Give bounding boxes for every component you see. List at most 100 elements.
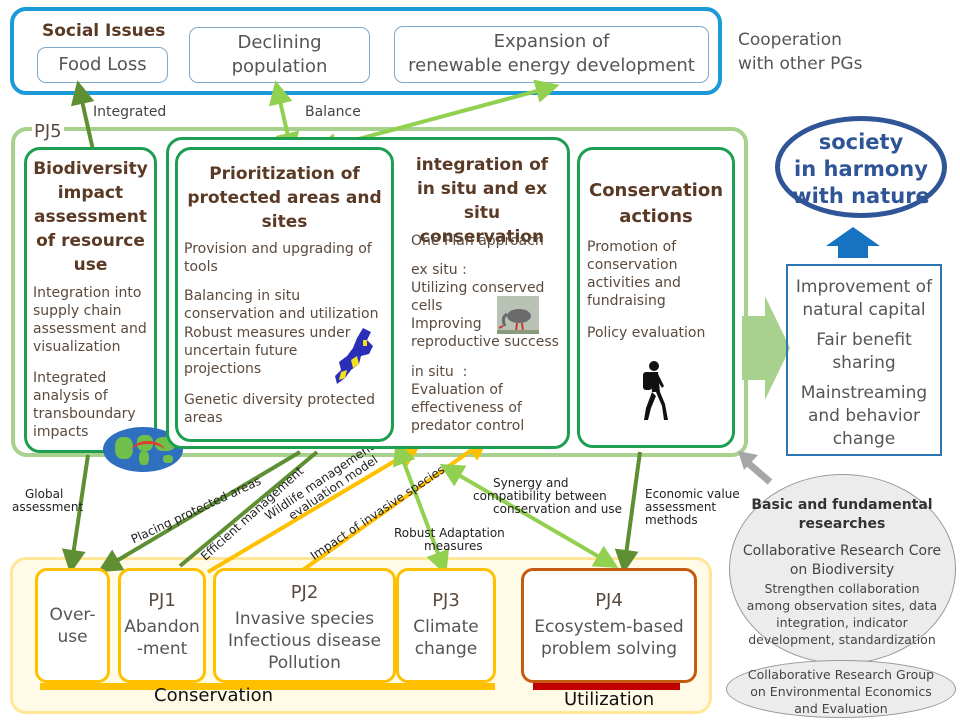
improve-item-1: Improvement of natural capital — [788, 276, 940, 322]
pj3-line1: Climate — [413, 617, 479, 637]
pj1-title: PJ1 — [148, 590, 176, 611]
improve-item-3: Mainstreaming and behavior change — [788, 382, 940, 451]
prio-item4-line2: areas — [184, 410, 223, 426]
social-issues-title: Social Issues — [42, 21, 166, 41]
food-loss-label: Food Loss — [58, 54, 147, 75]
society-line3: with nature — [792, 184, 930, 208]
cons-item1-line3: activities and — [587, 275, 681, 291]
global-assessment-label: Global assessment — [12, 488, 83, 514]
utilization-label: Utilization — [564, 689, 655, 710]
biodiversity-item-1: Integration into supply chain assessment… — [33, 284, 157, 356]
global-line2: assessment — [12, 500, 84, 514]
cons-item1-line1: Promotion of — [587, 239, 677, 255]
pj2-title: PJ2 — [290, 582, 319, 603]
society-line2: in harmony — [794, 157, 928, 181]
renewable-line1: Expansion of — [493, 31, 610, 52]
cooperation-text: Cooperation with other PGs — [738, 28, 862, 76]
integ-item2-line4: Improving — [411, 316, 482, 332]
basic-research-ellipse — [729, 474, 956, 664]
society-harmony-ellipse: society in harmony with nature — [775, 116, 947, 218]
core-line4: among observation sites, data — [746, 598, 938, 613]
basic-research-title: Basic and fundamental researches — [742, 496, 942, 534]
improve-item2-line2: sharing — [832, 353, 896, 373]
bio-item2-line1: Integrated — [33, 370, 107, 386]
cons-item-2: Policy evaluation — [587, 325, 706, 341]
biodiversity-box — [24, 147, 157, 453]
utilization-bar — [533, 683, 680, 690]
prioritization-title: Prioritization of protected areas and si… — [178, 162, 391, 234]
bio-title-line2: impact — [57, 183, 124, 203]
declining-population-box: Declining population — [189, 27, 370, 83]
balance-label: Balance — [305, 104, 361, 120]
cons-title-line2: actions — [619, 206, 693, 227]
prio-item4-line1: Genetic diversity protected — [184, 392, 376, 408]
pj4-box: PJ4 Ecosystem-based problem solving — [521, 568, 697, 683]
synergy-line3: conservation and use — [493, 502, 622, 516]
pj2-line2: Infectious disease — [228, 631, 381, 651]
basic-title-line2: researches — [798, 516, 886, 532]
prioritization-box — [175, 147, 394, 442]
prio-item3-line3: projections — [184, 361, 262, 377]
integ-item-2: ex situ : Utilizing conserved cells Impr… — [411, 261, 569, 351]
hiker-icon — [643, 361, 668, 420]
prio-title-line2: protected areas and — [187, 188, 382, 208]
renewable-line2: renewable energy development — [408, 55, 695, 76]
core-line1: Collaborative Research Core — [742, 543, 942, 559]
overuse-box: Over- use — [35, 568, 110, 683]
integrated-label: Integrated — [93, 104, 167, 120]
cons-item-1: Promotion of conservation activities and… — [587, 238, 732, 310]
placing-arrow — [97, 450, 302, 573]
integ-title-line1: integration of — [415, 155, 549, 175]
bio-item2-line2: analysis of — [33, 388, 108, 404]
pj5-label: PJ5 — [32, 121, 64, 142]
integ-title-line2: in situ and ex situ — [416, 179, 548, 223]
cons-item1-line2: conservation — [587, 257, 678, 273]
bio-title-line1: Biodiversity — [33, 159, 148, 179]
robust-line2: measures — [424, 539, 483, 553]
pj1-line2: -ment — [136, 639, 188, 659]
integ-item2-line2: Utilizing conserved — [411, 280, 545, 296]
bio-item1-line3: assessment and — [33, 321, 147, 337]
core-line6: development, standardization — [748, 632, 936, 647]
prio-item-4: Genetic diversity protected areas — [184, 391, 394, 427]
integ-item-3: in situ : Evaluation of effectiveness of… — [411, 363, 569, 435]
integrated-arrow — [70, 80, 95, 151]
robust-arrow — [392, 440, 450, 576]
gray-arrow-head — [738, 451, 758, 470]
integ-item3-line2: Evaluation of — [411, 382, 503, 398]
robust-label: Robust Adaptation measures — [394, 527, 505, 553]
core-line2: on Biodiversity — [789, 562, 895, 578]
robust-line1: Robust Adaptation — [394, 526, 505, 540]
efficient-arrow — [178, 450, 319, 568]
pj2-box: PJ2 Invasive species Infectious disease … — [213, 568, 396, 683]
economic-value-label: Economic value assessment methods — [645, 488, 740, 527]
cons-item1-line4: fundraising — [587, 293, 666, 309]
improve-item2-line1: Fair benefit — [816, 330, 912, 350]
improve-item3-line1: Mainstreaming — [800, 383, 928, 403]
prio-item3-line2: uncertain future — [184, 343, 298, 359]
group-line2: on Environmental Economics — [750, 684, 932, 699]
economic-value-arrow — [614, 451, 642, 574]
conservation-actions-title: Conservation actions — [580, 178, 732, 230]
improve-item-2: Fair benefit sharing — [788, 329, 940, 375]
synergy-label: Synergy and compatibility between conser… — [473, 477, 622, 516]
balance-arrow — [268, 80, 300, 157]
integ-item2-line5: reproductive success — [411, 334, 559, 350]
bio-item1-line4: visualization — [33, 339, 121, 355]
global-line1: Global — [25, 487, 64, 501]
pj4-line2: problem solving — [540, 639, 678, 659]
integ-item3-line4: predator control — [411, 418, 525, 434]
prio-item-1: Provision and upgrading of tools — [184, 240, 394, 276]
declining-line1: Declining — [237, 32, 322, 53]
synergy-arrow — [439, 463, 619, 569]
pj1-box: PJ1 Abandon -ment — [118, 568, 206, 683]
prio-item2-line1: Balancing in situ — [184, 288, 301, 304]
prio-title-line3: sites — [261, 212, 308, 232]
bio-title-line4: of resource — [36, 231, 145, 251]
group-line1: Collaborative Research Group — [747, 667, 935, 682]
integ-item3-line3: effectiveness of — [411, 400, 522, 416]
group-line3: and Evaluation — [794, 701, 888, 716]
economic-line1: Economic value — [645, 487, 740, 501]
integration-title: integration of in situ and ex situ conse… — [396, 153, 568, 249]
bio-title-line3: assessment — [34, 207, 147, 227]
